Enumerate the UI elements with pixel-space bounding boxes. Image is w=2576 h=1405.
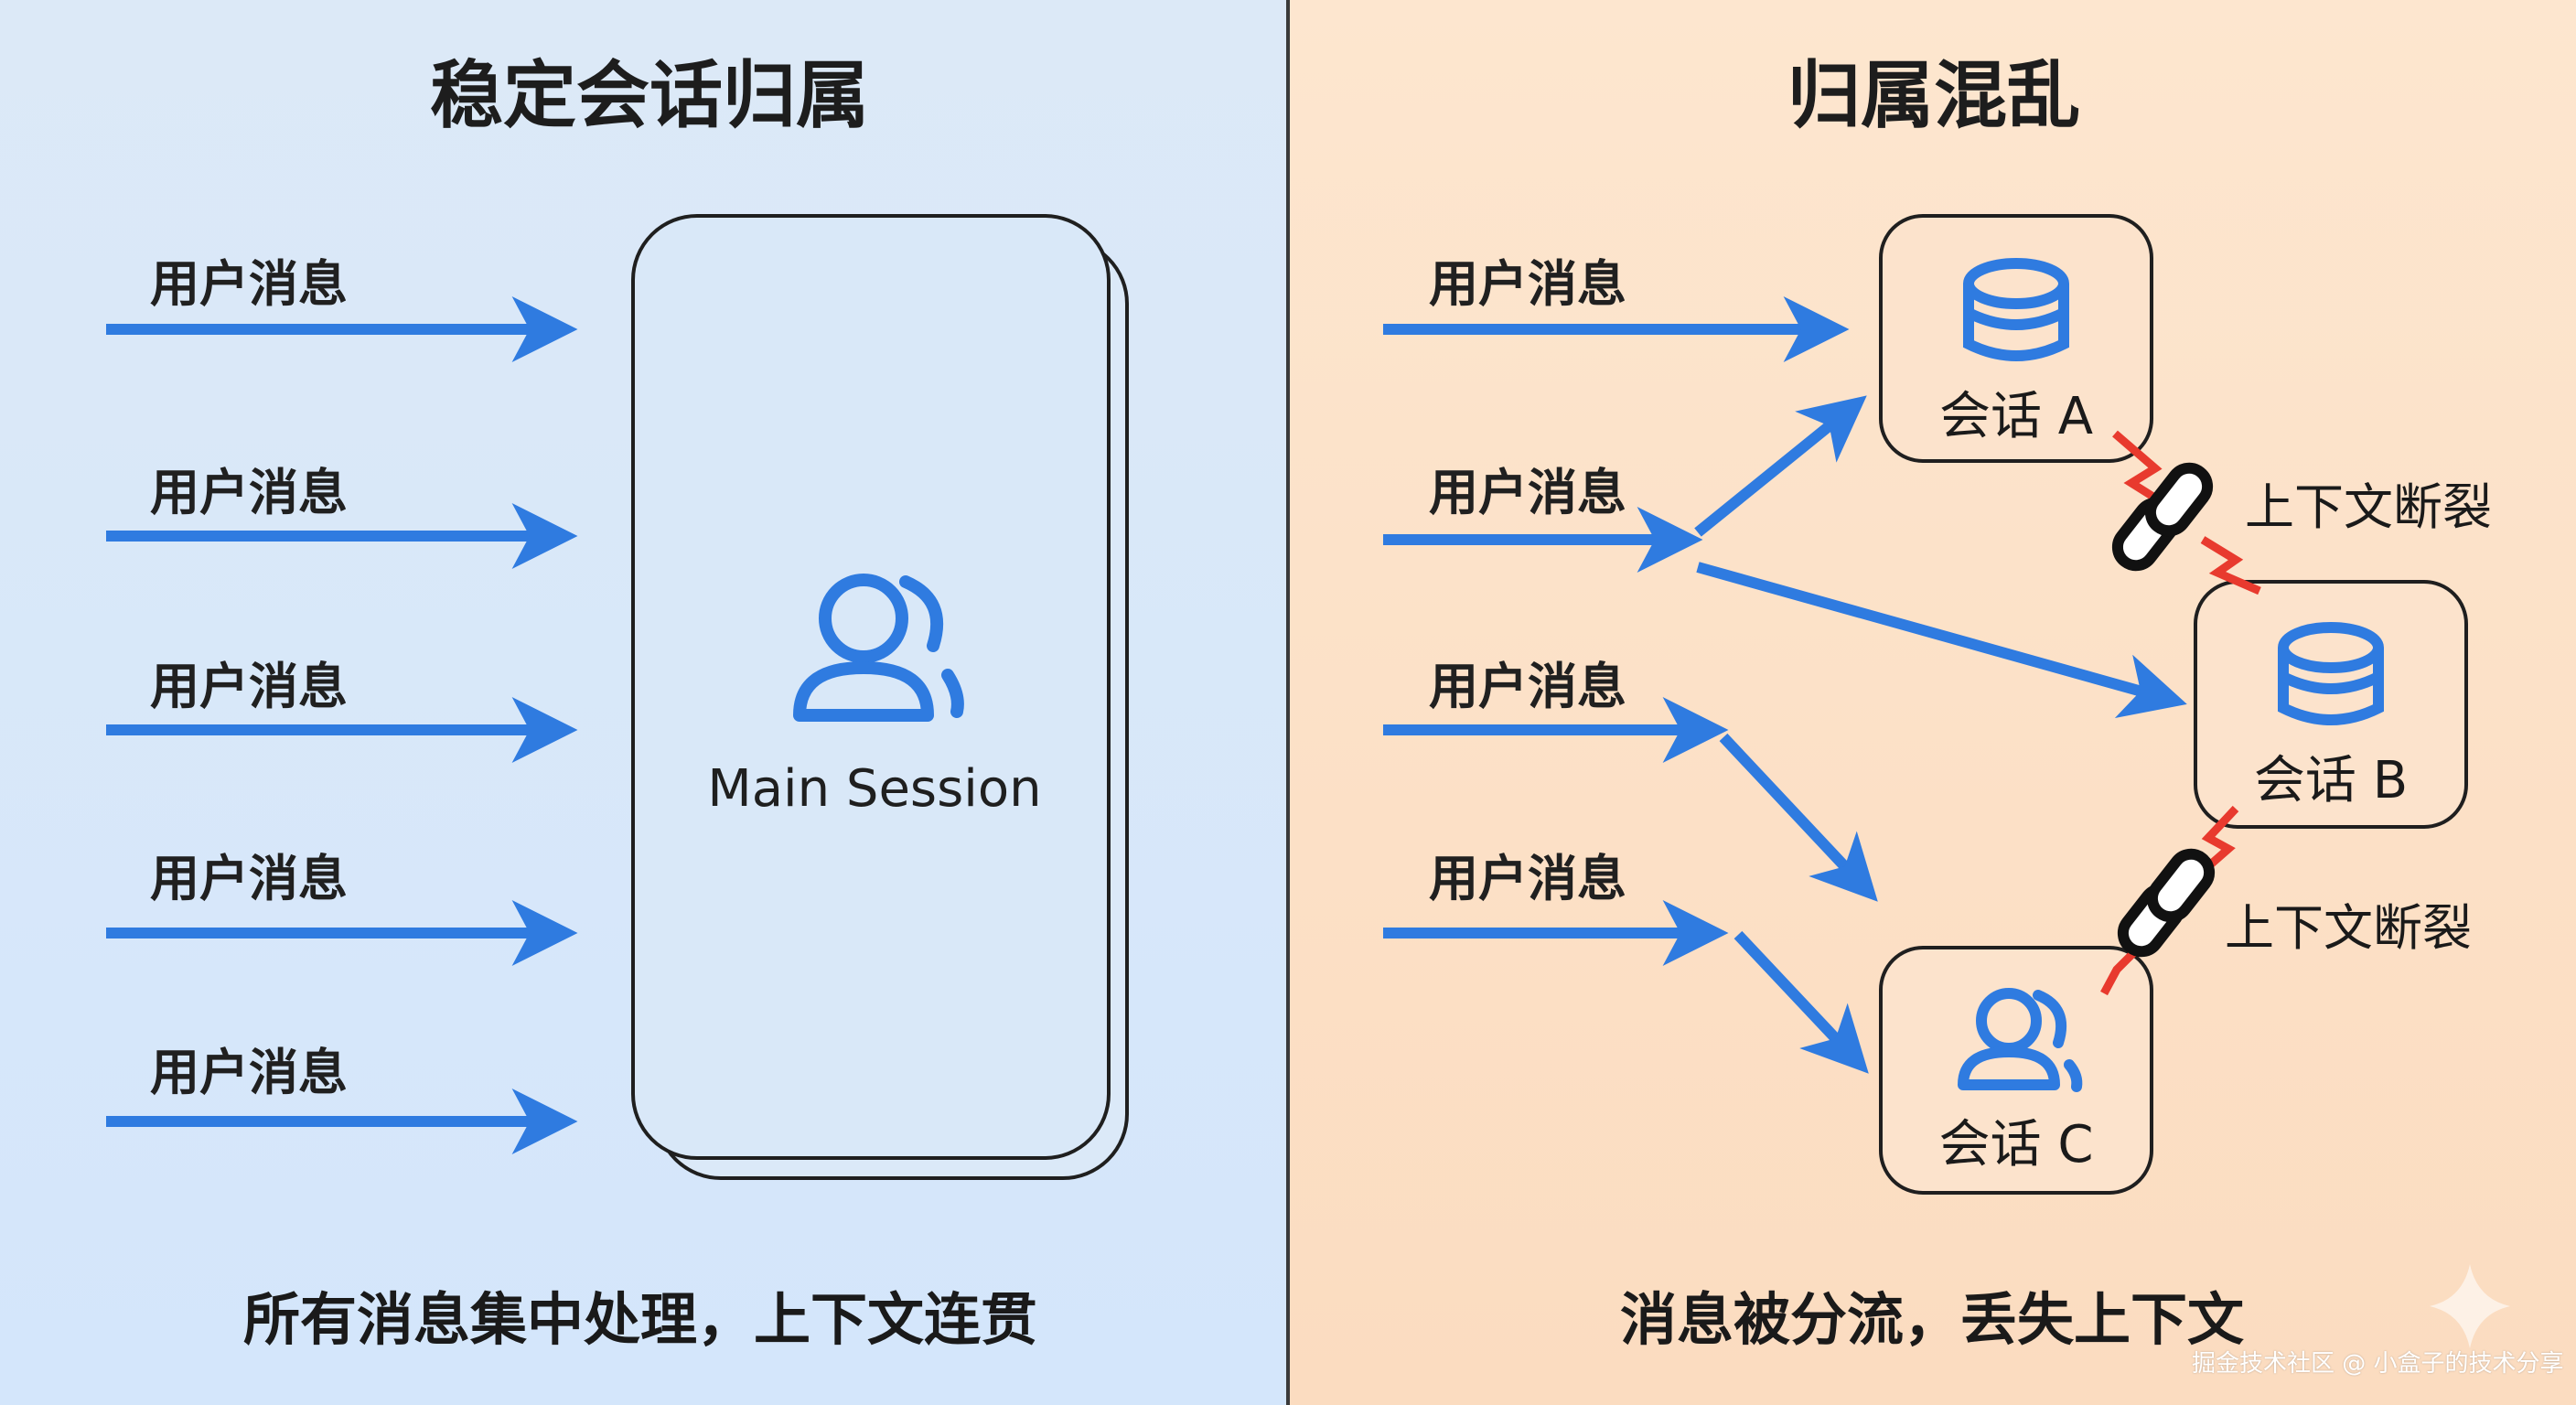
main-session-card xyxy=(631,214,1111,1160)
right-arrows xyxy=(1383,296,2187,1074)
users-icon xyxy=(1958,988,2083,1092)
session-c-label: 会话 C xyxy=(1938,1115,2094,1174)
session-b-box xyxy=(2194,580,2468,829)
route-arrow-to-b xyxy=(1696,562,2187,719)
main-session-label: Main Session xyxy=(707,759,1042,819)
message-label: 用户消息 xyxy=(150,255,348,313)
session-a-label: 会话 A xyxy=(1938,387,2094,446)
route-arrow-to-a xyxy=(1694,395,1867,537)
route-arrow-to-c1 xyxy=(1719,733,1878,902)
message-label: 用户消息 xyxy=(150,658,348,715)
message-label: 用户消息 xyxy=(1429,464,1626,521)
message-label: 用户消息 xyxy=(1429,255,1626,313)
broken-link-icon xyxy=(2100,805,2239,996)
sparkle-icon xyxy=(2430,1264,2510,1348)
left-arrows xyxy=(106,296,578,1154)
left-title: 稳定会话归属 xyxy=(430,53,869,138)
session-b-label: 会话 B xyxy=(2253,751,2409,810)
broken-link-icon xyxy=(2111,430,2261,595)
route-arrow-to-c2 xyxy=(1733,930,1869,1074)
session-c-box xyxy=(1879,946,2153,1195)
context-break-label: 上下文断裂 xyxy=(2225,899,2472,957)
users-icon xyxy=(793,574,964,722)
message-label: 用户消息 xyxy=(150,1044,348,1101)
right-title: 归属混乱 xyxy=(1787,53,2080,138)
message-label: 用户消息 xyxy=(150,464,348,521)
session-a-box xyxy=(1879,214,2153,463)
right-caption: 消息被分流，丢失上下文 xyxy=(1619,1286,2245,1353)
panel-divider xyxy=(1286,0,1290,1405)
database-icon xyxy=(2278,622,2384,725)
message-label: 用户消息 xyxy=(1429,850,1626,907)
left-caption: 所有消息集中处理，上下文连贯 xyxy=(242,1286,1038,1353)
watermark: 掘金技术社区 @ 小盒子的技术分享 xyxy=(2192,1350,2564,1378)
message-label: 用户消息 xyxy=(1429,658,1626,715)
context-break-label: 上下文断裂 xyxy=(2245,478,2492,536)
message-label: 用户消息 xyxy=(150,850,348,907)
database-icon xyxy=(1963,258,2069,361)
